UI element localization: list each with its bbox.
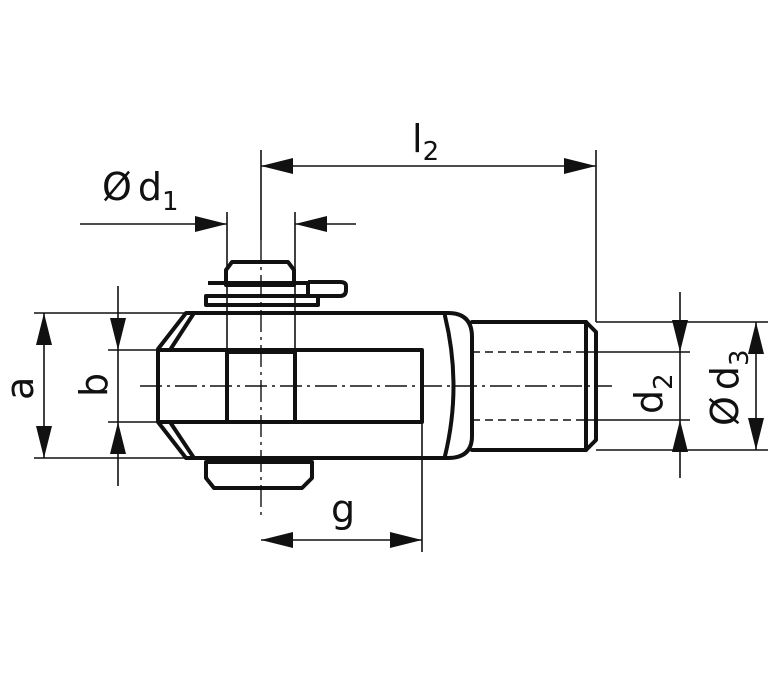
dimension-lines: [34, 150, 768, 552]
body-end-curve: [443, 314, 456, 458]
label-a: a: [0, 377, 42, 400]
pin-head-bottom: [204, 460, 314, 490]
a-arrow-bottom: [36, 426, 52, 458]
b-arrow-top: [110, 318, 126, 350]
spring-clip: [208, 280, 348, 298]
g-arrow-right: [390, 532, 422, 548]
g-arrow-left: [261, 532, 293, 548]
label-b: b: [72, 373, 116, 397]
centre-lines: [140, 240, 612, 520]
fork-outline: [156, 311, 474, 460]
d3-arrow-bottom: [748, 418, 764, 450]
d3-arrow-top: [748, 322, 764, 354]
b-arrow-bottom: [110, 422, 126, 454]
l2-arrow-right: [564, 158, 596, 174]
a-arrow-top: [36, 313, 52, 345]
l2-arrow-left: [261, 158, 293, 174]
upper-chamfer: [168, 311, 196, 352]
d1-arrow-right: [295, 216, 327, 232]
label-l2: l2: [412, 117, 439, 167]
d2-arrow-bottom: [672, 420, 688, 452]
d1-arrow-left: [195, 216, 227, 232]
label-d3: Ød3: [703, 349, 755, 426]
d2-arrow-top: [672, 320, 688, 352]
pin-washer: [204, 294, 320, 307]
label-g: g: [331, 487, 355, 531]
lower-chamfer: [168, 420, 196, 460]
label-d2: d2: [627, 373, 679, 414]
